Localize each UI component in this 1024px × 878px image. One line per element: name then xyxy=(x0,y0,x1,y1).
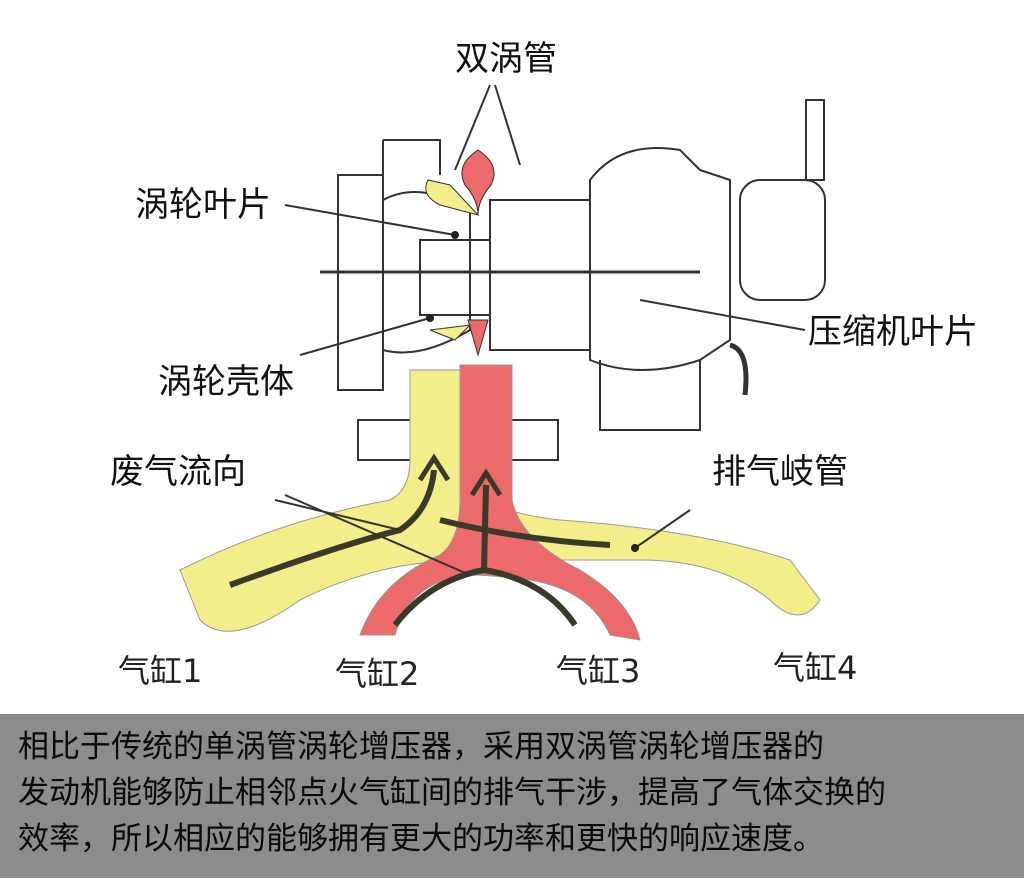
leader-turbine-blade xyxy=(284,204,456,236)
label-cylinder-3: 气缸3 xyxy=(556,652,641,690)
housing-top xyxy=(382,139,441,175)
arrowhead-yellow xyxy=(417,453,451,482)
yellow-scroll-top xyxy=(425,179,480,216)
leader-twin-scroll xyxy=(454,84,521,171)
red-scroll-bottom xyxy=(467,319,489,357)
label-turbine-blade: 涡轮叶片 xyxy=(135,185,271,225)
compressor-housing xyxy=(589,147,731,371)
yellow-manifold xyxy=(179,369,821,632)
actuator-rod xyxy=(805,99,825,181)
caption-box: 相比于传统的单涡管涡轮增压器，采用双涡管涡轮增压器的 发动机能够防止相邻点火气缸… xyxy=(0,714,1024,878)
leader-exhaust-flow xyxy=(274,494,471,576)
label-exhaust-manifold: 排气岐管 xyxy=(712,452,848,492)
marker-dot xyxy=(451,231,459,239)
arrowhead-red xyxy=(469,468,503,497)
actuator xyxy=(739,179,826,301)
center-housing xyxy=(489,199,591,351)
label-twin-scroll: 双涡管 xyxy=(455,39,557,79)
flow-arrow-cyl4 xyxy=(439,517,611,548)
flow-arrows xyxy=(228,469,611,627)
label-cylinder-4: 气缸4 xyxy=(773,649,858,687)
flow-arrow-center xyxy=(481,484,489,571)
turbine-flange xyxy=(337,174,384,391)
pipe xyxy=(729,342,749,396)
label-turbine-housing: 涡轮壳体 xyxy=(158,362,294,402)
label-cylinder-1: 气缸1 xyxy=(118,652,203,690)
marker-dot xyxy=(426,314,434,322)
marker-dot xyxy=(631,544,639,552)
label-exhaust-flow: 废气流向 xyxy=(110,452,246,492)
caption-line-2: 发动机能够防止相邻点火气缸间的排气干涉，提高了气体交换的 xyxy=(18,775,886,811)
leader-compressor-blade xyxy=(639,299,806,331)
label-compressor-blade: 压缩机叶片 xyxy=(808,312,978,352)
yellow-scroll-bottom xyxy=(429,324,472,341)
turbocharger-drawing xyxy=(320,99,826,461)
caption-line-3: 效率，所以相应的能够拥有更大的功率和更快的响应速度。 xyxy=(18,821,824,857)
leader-lines xyxy=(274,84,806,576)
compressor-base xyxy=(599,360,701,431)
leader-exhaust-manifold xyxy=(634,509,691,549)
leader-turbine-housing xyxy=(299,317,431,356)
label-cylinder-2: 气缸2 xyxy=(335,655,420,693)
turbine-wheel xyxy=(419,239,491,316)
flow-arrow-cyl1 xyxy=(228,469,437,588)
caption-line-1: 相比于传统的单涡管涡轮增压器，采用双涡管涡轮增压器的 xyxy=(18,729,824,765)
turbine-housing-outline xyxy=(382,191,471,354)
